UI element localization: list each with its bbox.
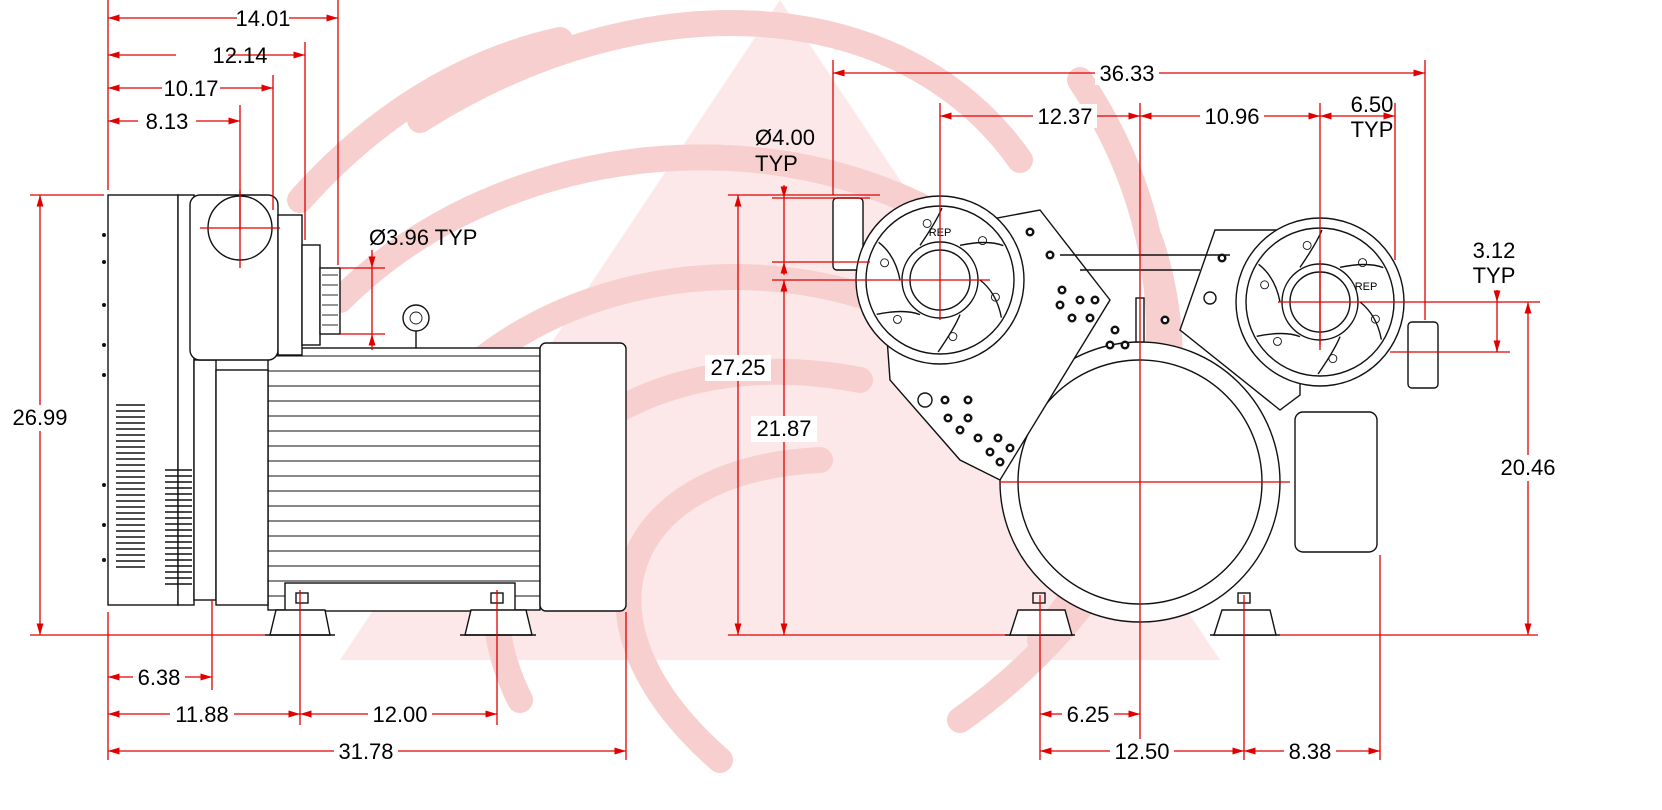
right-front-view: REP REP — [832, 195, 1439, 636]
dim-height-26-99: 26.99 — [12, 405, 67, 430]
fan-cover — [539, 342, 627, 612]
dim-3-12: 3.12 — [1473, 238, 1516, 263]
dim-6-25: 6.25 — [1067, 702, 1110, 727]
dim-31-78: 31.78 — [338, 739, 393, 764]
motor-foot — [284, 582, 516, 612]
motor-body — [267, 347, 541, 611]
right-dimensions: 36.33 12.37 10.96 6.50 TYP Ø4.00 TYP 3.1… — [705, 60, 1562, 764]
dim-6-38: 6.38 — [138, 665, 181, 690]
frame-bolts — [917, 227, 1227, 467]
dim-12-14: 12.14 — [212, 43, 267, 68]
eye-bolt — [402, 304, 430, 332]
dim-8-13: 8.13 — [146, 109, 189, 134]
dim-port-3-96: Ø3.96 TYP — [369, 225, 477, 250]
pulley — [277, 214, 303, 356]
dim-10-96: 10.96 — [1204, 104, 1259, 129]
left-dimensions: 14.01 12.14 10.17 8.13 Ø3.96 TYP 26.99 — [8, 0, 627, 764]
dim-6-50-typ: TYP — [1351, 117, 1394, 142]
dim-14-01: 14.01 — [235, 6, 290, 31]
rotor-left-vanes — [876, 207, 1004, 353]
rotor-right-label: REP — [1355, 281, 1378, 293]
left-side-view — [102, 194, 627, 636]
dim-20-46: 20.46 — [1500, 455, 1555, 480]
dim-12-00: 12.00 — [372, 702, 427, 727]
housing-vents — [116, 404, 192, 585]
dim-12-37: 12.37 — [1037, 104, 1092, 129]
rotor-right-vanes — [1256, 229, 1384, 375]
dim-port-4-00: Ø4.00 — [755, 125, 815, 150]
dim-6-50: 6.50 — [1351, 92, 1394, 117]
terminal-box — [1294, 411, 1378, 553]
dim-36-33: 36.33 — [1099, 61, 1154, 86]
dim-11-88: 11.88 — [175, 702, 228, 727]
dim-10-17: 10.17 — [163, 76, 218, 101]
dim-3-12-typ: TYP — [1473, 263, 1516, 288]
dim-12-50: 12.50 — [1114, 739, 1169, 764]
dim-8-38: 8.38 — [1289, 739, 1332, 764]
dim-27-25: 27.25 — [710, 355, 765, 380]
dim-21-87: 21.87 — [756, 416, 811, 441]
dim-port-4-00-typ: TYP — [755, 151, 798, 176]
